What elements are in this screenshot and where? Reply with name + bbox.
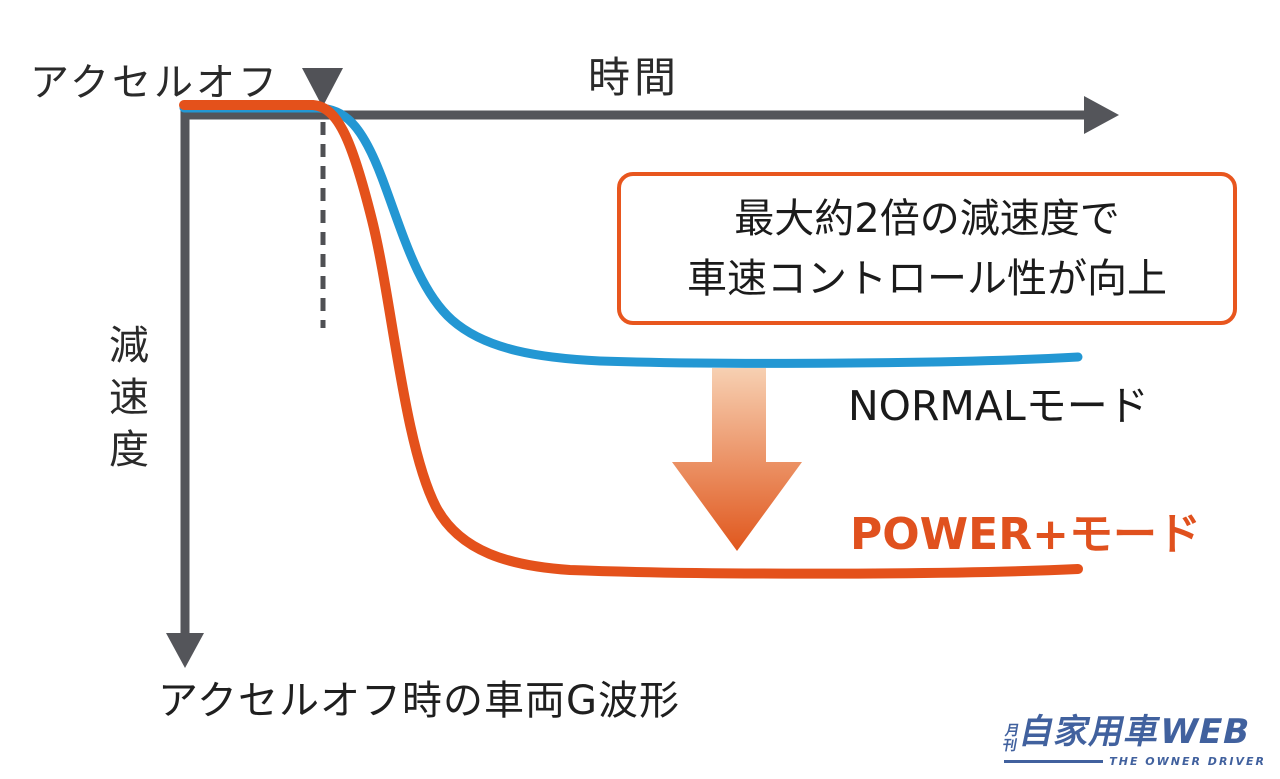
callout-line1: 最大約2倍の減速度で — [734, 195, 1120, 242]
logo-wordmark: 月 刊 自家用車WEB — [1001, 704, 1266, 753]
power-mode-curve — [179, 100, 1083, 579]
publisher-logo: 月 刊 自家用車WEB THE OWNER DRIVER — [1001, 704, 1266, 768]
callout-line2: 車速コントロール性が向上 — [687, 255, 1167, 302]
logo-prefix-top: 月 — [1003, 722, 1021, 739]
power-mode-label: POWER+モード — [850, 509, 1201, 560]
decel-axis-arrowhead-icon — [166, 633, 204, 668]
normal-mode-curve — [179, 103, 1083, 368]
time-axis-arrowhead-icon — [1084, 96, 1119, 134]
logo-tagline-row: THE OWNER DRIVER — [1004, 755, 1266, 768]
logo-tagline: THE OWNER DRIVER — [1109, 755, 1266, 768]
decel-axis-label: 減速度 — [102, 324, 148, 480]
accel-off-marker-icon — [302, 68, 343, 107]
logo-name: 自家用車WEB — [1016, 712, 1255, 752]
chart-caption: アクセルオフ時の車両G波形 — [158, 678, 680, 724]
logo-underline — [1004, 760, 1104, 763]
callout-box: 最大約2倍の減速度で 車速コントロール性が向上 — [617, 172, 1237, 325]
normal-mode-label: NORMALモード — [848, 382, 1149, 430]
decel-increase-arrow — [672, 368, 802, 551]
time-axis-label: 時間 — [588, 53, 681, 102]
accel-off-label: アクセルオフ — [30, 61, 281, 106]
